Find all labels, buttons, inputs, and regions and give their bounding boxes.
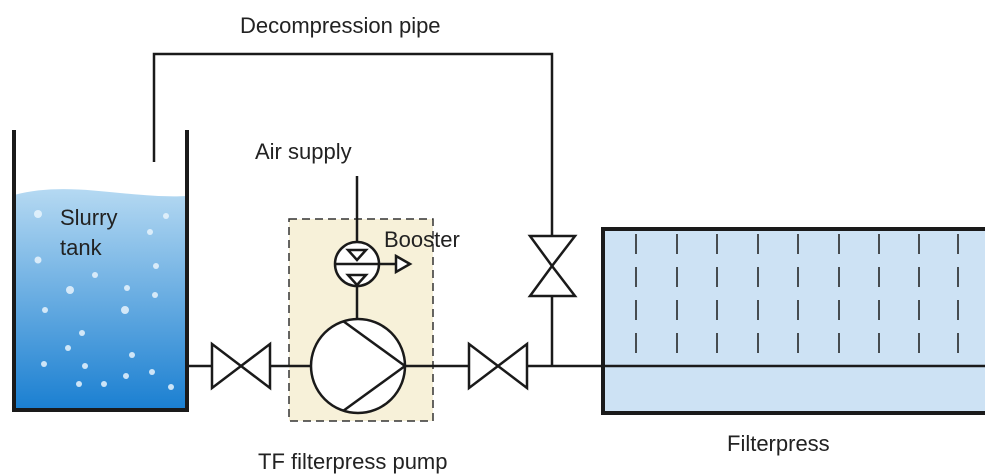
slurry-tank-label-line2: tank [60, 235, 102, 260]
filterpress-label: Filterpress [727, 431, 830, 456]
booster-label: Booster [384, 227, 460, 252]
bubble-icon [34, 210, 42, 218]
slurry-tank [12, 130, 189, 412]
bubble-icon [34, 256, 42, 264]
slurry-liquid [14, 189, 187, 410]
booster-icon [333, 240, 413, 318]
bubble-icon [65, 345, 71, 351]
valve-icon [210, 341, 272, 391]
filterpress-plates [635, 234, 959, 364]
bubble-icon [41, 361, 47, 367]
bubble-icon [92, 272, 98, 278]
bubble-icon [79, 330, 85, 336]
air-supply-label: Air supply [255, 139, 352, 164]
valve-icon [467, 341, 529, 391]
filterpress [601, 227, 985, 415]
bubble-icon [124, 285, 130, 291]
bubble-icon [66, 286, 74, 294]
bubbles [34, 210, 174, 390]
bubble-icon [153, 263, 159, 269]
decompression-pipe [152, 52, 554, 236]
bubble-icon [123, 373, 129, 379]
bubble-icon [121, 306, 129, 314]
bubble-icon [163, 213, 169, 219]
decompression-pipe-label: Decompression pipe [240, 13, 441, 38]
valve-icon [527, 234, 578, 298]
bubble-icon [152, 292, 158, 298]
bubble-icon [82, 363, 88, 369]
bubble-icon [101, 381, 107, 387]
bubble-icon [76, 381, 82, 387]
bubble-icon [147, 229, 153, 235]
bubble-icon [149, 369, 155, 375]
bubble-icon [168, 384, 174, 390]
slurry-tank-label-line1: Slurry [60, 205, 118, 230]
pump-icon [309, 317, 407, 415]
bubble-icon [42, 307, 48, 313]
bubble-icon [129, 352, 135, 358]
pump-label: TF filterpress pump [258, 449, 448, 474]
